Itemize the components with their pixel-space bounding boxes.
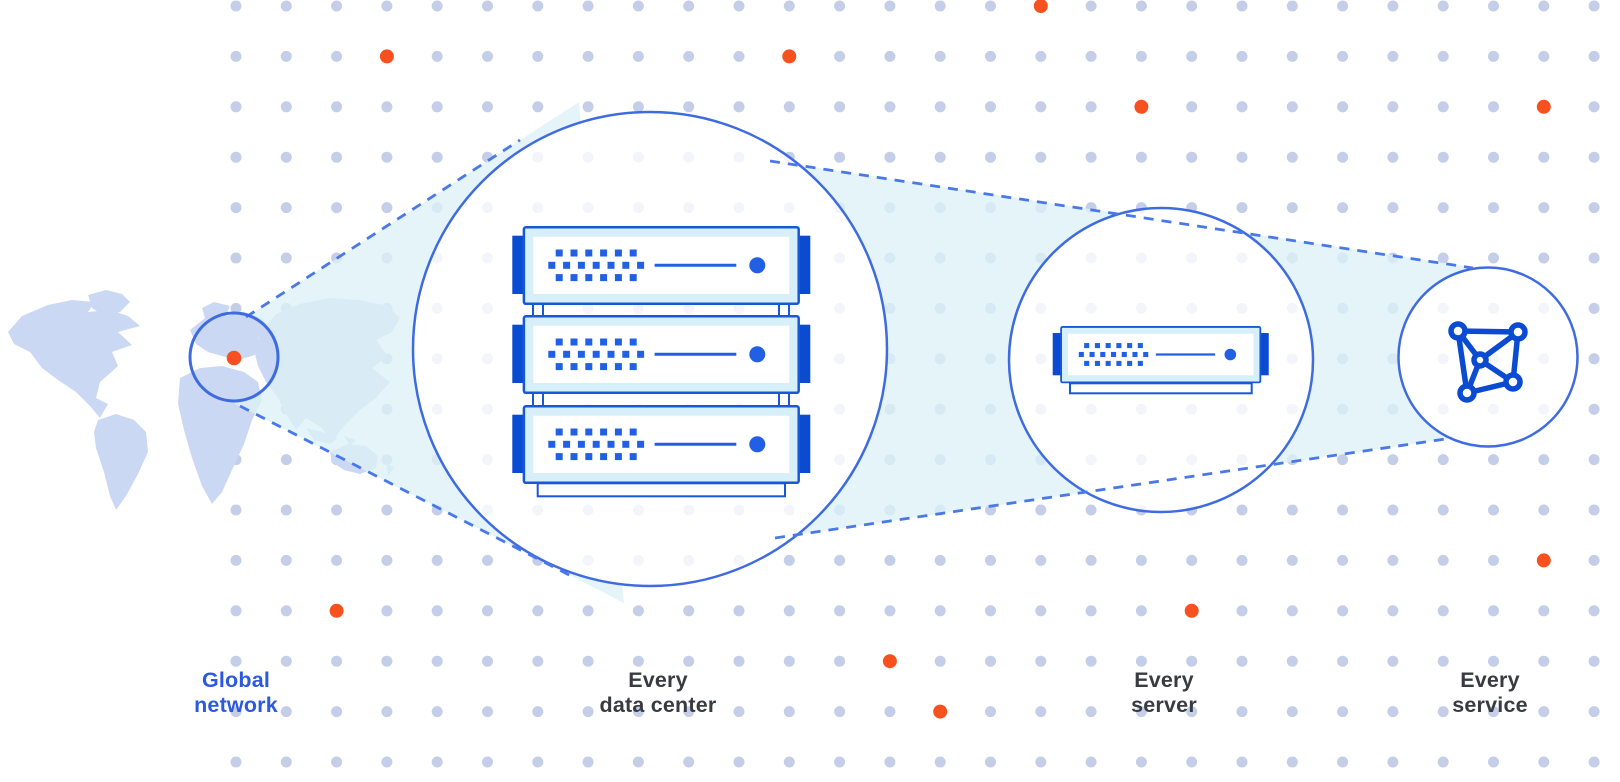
rack-joint bbox=[532, 303, 544, 317]
zoom-guide-line-upper-left bbox=[245, 138, 521, 319]
stage-label-every-data-center: Every data center bbox=[600, 668, 717, 718]
circle-global-network bbox=[188, 311, 280, 403]
stage-label-line: Every bbox=[1460, 668, 1520, 692]
rack-joint bbox=[532, 392, 544, 407]
rack-base bbox=[536, 482, 787, 498]
rack-server-icon bbox=[1051, 325, 1270, 384]
stage-label-line: server bbox=[1131, 693, 1197, 717]
rack-server-icon bbox=[510, 314, 812, 395]
rack-joint bbox=[778, 303, 790, 317]
zoom-guide-line-lower-left bbox=[239, 404, 576, 580]
server-rack-stack-icon bbox=[510, 225, 812, 498]
location-marker-icon bbox=[226, 350, 242, 366]
rack-joint bbox=[778, 392, 790, 407]
server-base bbox=[1069, 382, 1253, 395]
rack-server-icon bbox=[510, 225, 812, 306]
stage-label-line: Global bbox=[201, 668, 271, 692]
stage-label-global-network: Global network bbox=[194, 668, 278, 718]
stage-label-every-service: Every service bbox=[1452, 668, 1528, 718]
rack-server-icon bbox=[510, 404, 812, 485]
zoom-guide-line-lower-right bbox=[774, 436, 1453, 540]
stage-label-every-server: Every server bbox=[1131, 668, 1197, 718]
stage-label-line: Every bbox=[628, 668, 688, 692]
stage-label-line: network bbox=[194, 693, 278, 717]
server-icon bbox=[1051, 325, 1270, 395]
stage-label-line: service bbox=[1452, 693, 1528, 717]
stage-label-line: data center bbox=[599, 693, 717, 717]
stage-label-line: Every bbox=[1134, 668, 1194, 692]
network-mesh-icon bbox=[1448, 321, 1528, 403]
